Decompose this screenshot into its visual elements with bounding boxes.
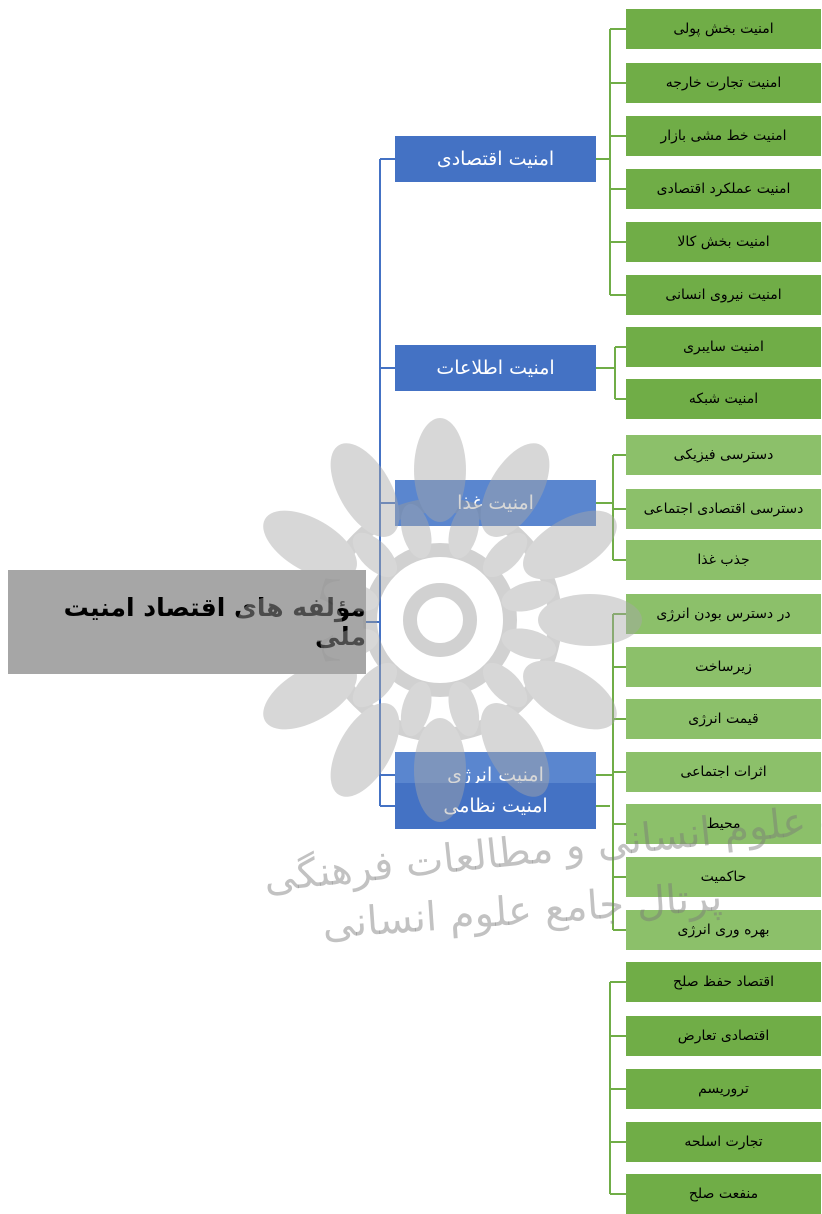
leaf-social-effects: اثرات اجتماعی xyxy=(626,752,821,792)
leaf-goods-sector-security: امنیت بخش کالا xyxy=(626,222,821,262)
leaf-conflict-economy: اقتصادی تعارض xyxy=(626,1016,821,1056)
category-economic-security: امنیت اقتصادی xyxy=(395,136,596,182)
leaf-governance: حاکمیت xyxy=(626,857,821,897)
category-military-security: امنیت نظامی xyxy=(395,783,596,829)
leaf-infrastructure: زیرساخت xyxy=(626,647,821,687)
leaf-manpower-security: امنیت نیروی انسانی xyxy=(626,275,821,315)
leaf-peacekeeping-economy: اقتصاد حفظ صلح xyxy=(626,962,821,1002)
leaf-environment: محیط xyxy=(626,804,821,844)
leaf-cyber-security: امنیت سایبری xyxy=(626,327,821,367)
leaf-foreign-trade-security: امنیت تجارت خارجه xyxy=(626,63,821,103)
leaf-monetary-sector-security: امنیت بخش پولی xyxy=(626,9,821,49)
leaf-network-security: امنیت شبکه xyxy=(626,379,821,419)
leaf-energy-price: قیمت انرژی xyxy=(626,699,821,739)
category-information-security: امنیت اطلاعات xyxy=(395,345,596,391)
leaf-food-absorption: جذب غذا xyxy=(626,540,821,580)
leaf-energy-efficiency: بهره وری انرژی xyxy=(626,910,821,950)
root-node: مؤلفه های اقتصاد امنیت ملی xyxy=(8,570,366,674)
leaf-socioeconomic-access: دسترسی اقتصادی اجتماعی xyxy=(626,489,821,529)
leaf-physical-access: دسترسی فیزیکی xyxy=(626,435,821,475)
leaf-arms-trade: تجارت اسلحه xyxy=(626,1122,821,1162)
leaf-market-policy-security: امنیت خط مشی بازار xyxy=(626,116,821,156)
leaf-energy-availability: در دسترس بودن انرژی xyxy=(626,594,821,634)
leaf-terrorism: تروریسم xyxy=(626,1069,821,1109)
category-food-security: امنیت غذا xyxy=(395,480,596,526)
leaf-economic-performance-security: امنیت عملکرد اقتصادی xyxy=(626,169,821,209)
leaf-peace-dividend: منفعت صلح xyxy=(626,1174,821,1214)
